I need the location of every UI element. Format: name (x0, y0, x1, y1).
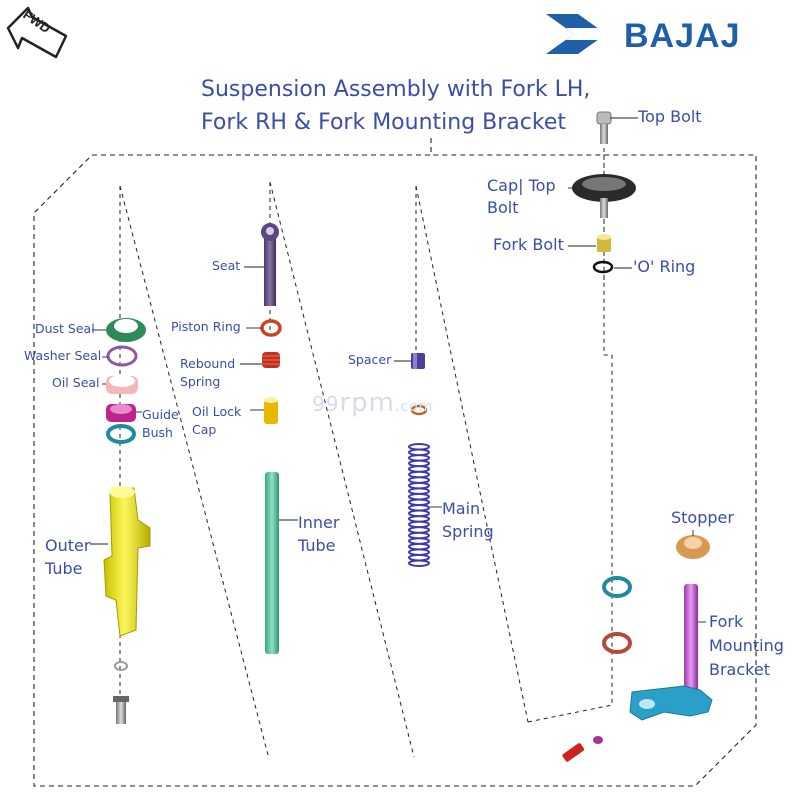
fork-mounting-bracket-part (629, 584, 713, 721)
outer-tube-part (103, 486, 151, 637)
label-dust-seal: Dust Seal (35, 321, 95, 336)
bajaj-emblem-icon (546, 14, 612, 54)
spring-washer-part (410, 404, 428, 416)
washer-seal-part (106, 345, 138, 367)
guide-bush-magenta-part (106, 404, 136, 422)
watermark-prefix: 99 (312, 392, 340, 416)
drain-bolt-part (113, 696, 129, 724)
bracket-ring-red-part (602, 632, 632, 654)
seat-part (261, 223, 279, 306)
label-stopper: Stopper (671, 508, 734, 527)
fork-bolt-part (597, 234, 611, 252)
label-fork-bolt: Fork Bolt (493, 235, 564, 254)
spacer-part (411, 353, 425, 369)
main-spring-part (408, 443, 431, 567)
watermark: 99rpm.com (312, 388, 433, 418)
o-ring-part (592, 260, 614, 274)
rebound-spring-part (262, 352, 280, 368)
label-rebound-spring: Rebound Spring (180, 356, 236, 390)
piston-ring-part (260, 319, 282, 337)
cap-top-bolt-part (572, 174, 636, 218)
oil-lock-cap-part (264, 397, 278, 424)
label-fork-mounting-bracket: Fork Mounting Bracket (709, 612, 784, 679)
diagram-title-line-2: Fork RH & Fork Mounting Bracket (201, 110, 566, 135)
label-oil-seal: Oil Seal (52, 375, 100, 390)
top-bolt-part (596, 111, 612, 144)
label-outer-tube: Outer Tube (45, 536, 91, 579)
label-washer-seal: Washer Seal (24, 348, 102, 363)
watermark-main: rpm (339, 388, 395, 418)
bracket-ring-teal-part (602, 576, 632, 598)
clamp-bolt-part (562, 736, 603, 762)
label-piston-ring: Piston Ring (171, 319, 241, 334)
label-cap-top-bolt: Cap| Top Bolt (487, 176, 556, 218)
guide-bush-ring-part (106, 424, 136, 444)
label-guide-bush: Guide Bush (142, 407, 179, 441)
label-o-ring: 'O' Ring (633, 257, 696, 276)
label-inner-tube: Inner Tube (298, 513, 340, 556)
label-main-spring: Main Spring (442, 499, 494, 542)
diagram-title-line-1: Suspension Assembly with Fork LH, (201, 77, 591, 102)
label-oil-lock-cap: Oil Lock Cap (192, 404, 242, 438)
inner-tube-part (265, 472, 279, 654)
label-spacer: Spacer (348, 352, 392, 367)
leader-lines (90, 117, 706, 623)
watermark-suffix: .com (394, 399, 434, 415)
dust-seal-part (106, 318, 146, 342)
oil-seal-part (106, 375, 138, 394)
label-top-bolt: Top Bolt (638, 107, 702, 126)
stopper-part (676, 535, 710, 559)
assembly-boundary (33, 138, 757, 787)
brand-logo-text: BAJAJ (624, 17, 741, 55)
fwd-arrow-badge (6, 6, 68, 59)
outer-tube-washer-part (114, 661, 128, 671)
label-seat: Seat (212, 258, 241, 273)
